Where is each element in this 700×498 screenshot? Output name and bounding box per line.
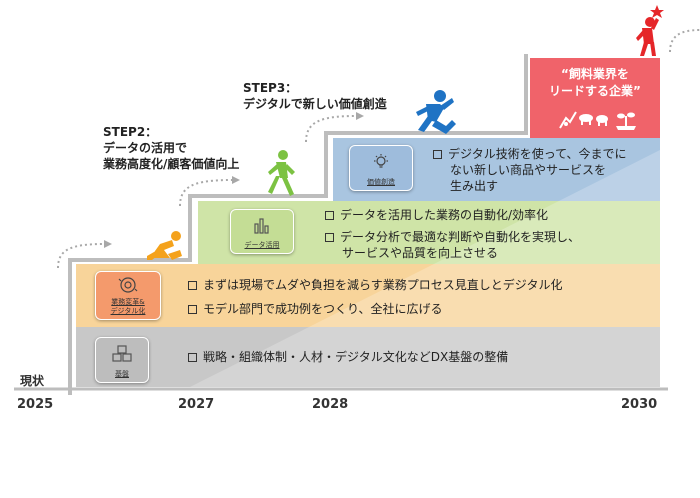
reform-item-1-text: まずは現場でムダや負担を減らす業務プロセス見直しとデジタル化: [203, 278, 563, 292]
goal-line2: リードする企業”: [549, 84, 641, 98]
current-label: 現状: [20, 374, 45, 388]
goal-line1: “飼料業界を: [561, 67, 629, 81]
data-item-2-line1: データ分析で最適な判断や自動化を実現し、: [340, 230, 581, 244]
data-badge-label: データ活用: [244, 240, 280, 249]
dotted-arrow-2: [179, 179, 233, 207]
value-item-1-line1: デジタル技術を使って、今までに: [448, 147, 627, 161]
dotted-arrow-1: [57, 243, 105, 269]
reform-band: [76, 264, 660, 327]
base-badge-label: 基盤: [115, 369, 129, 378]
cubes-icon: [112, 345, 132, 362]
data-item-2: データ分析で最適な判断や自動化を実現し、 サービスや品質を向上させる: [325, 229, 580, 261]
step2-subtitle-line1: データの活用で: [103, 141, 188, 155]
value-item-1-line3: 生み出す: [450, 179, 499, 193]
step3-subtitle-line1: デジタルで新しい価値創造: [243, 97, 387, 111]
value-item-1-line2: ない新しい商品やサービスを: [450, 163, 607, 177]
reform-item-1: まずは現場でムダや負担を減らす業務プロセス見直しとデジタル化: [188, 277, 563, 293]
step2-title: STEP2： データの活用で 業務高度化/顧客価値向上: [103, 124, 239, 172]
dotted-arrow-4: [669, 29, 700, 53]
base-band: [76, 327, 660, 387]
data-item-1-text: データを活用した業務の自動化/効率化: [340, 208, 549, 222]
staircase-outline: [68, 54, 528, 395]
year-2030: 2030: [621, 397, 658, 412]
goal-text: “飼料業界を リードする企業”: [530, 66, 660, 100]
value-item-1: デジタル技術を使って、今までに ない新しい商品やサービスを 生み出す: [433, 146, 627, 194]
data-item-1: データを活用した業務の自動化/効率化: [325, 207, 548, 223]
figure-step3-icon: [416, 90, 456, 134]
base-item-1-text: 戦略・組織体制・人材・デジタル文化などDX基盤の整備: [203, 350, 509, 364]
figure-step2-icon: [268, 150, 295, 196]
reform-badge-label-line1: 業務変革&: [111, 298, 145, 307]
reform-badge-label-line2: デジタル化: [110, 306, 146, 315]
checkbox-icon: [433, 150, 442, 159]
figure-step1-icon: [147, 231, 182, 260]
goal-icons: [559, 111, 636, 130]
dotted-arrow-3: [305, 115, 357, 143]
step2-heading: STEP2：: [103, 125, 158, 139]
checkbox-icon: [188, 353, 197, 362]
reform-item-2: モデル部門で成功例をつくり、全社に広げる: [188, 301, 443, 317]
reform-badge: 業務変革& デジタル化: [95, 271, 161, 320]
year-2027: 2027: [178, 397, 215, 412]
base-badge: 基盤: [95, 337, 149, 383]
lightbulb-icon: [374, 153, 388, 168]
livestock-icon: [579, 114, 608, 126]
data-item-2-line2: サービスや品質を向上させる: [342, 246, 499, 260]
goal-box: [530, 58, 660, 138]
value-badge: 価値創造: [349, 145, 413, 191]
base-item-1: 戦略・組織体制・人材・デジタル文化などDX基盤の整備: [188, 349, 508, 365]
chart-up-icon: [559, 111, 577, 129]
plant-hand-icon: [616, 112, 636, 130]
year-2028: 2028: [312, 397, 349, 412]
reform-item-2-text: モデル部門で成功例をつくり、全社に広げる: [203, 302, 443, 316]
process-gear-icon: [118, 277, 138, 293]
step3-heading: STEP3：: [243, 81, 298, 95]
data-badge: データ活用: [230, 209, 294, 254]
progress-wedge: [190, 150, 660, 387]
year-2025: 2025: [17, 397, 54, 412]
checkbox-icon: [188, 305, 197, 314]
step2-subtitle-line2: 業務高度化/顧客価値向上: [103, 157, 240, 171]
checkbox-icon: [325, 211, 334, 220]
checkbox-icon: [325, 233, 334, 242]
value-badge-label: 価値創造: [367, 177, 395, 186]
bar-chart-icon: [254, 218, 269, 234]
figure-goal-icon: [636, 5, 664, 56]
checkbox-icon: [188, 281, 197, 290]
step3-title: STEP3： デジタルで新しい価値創造: [243, 80, 387, 112]
